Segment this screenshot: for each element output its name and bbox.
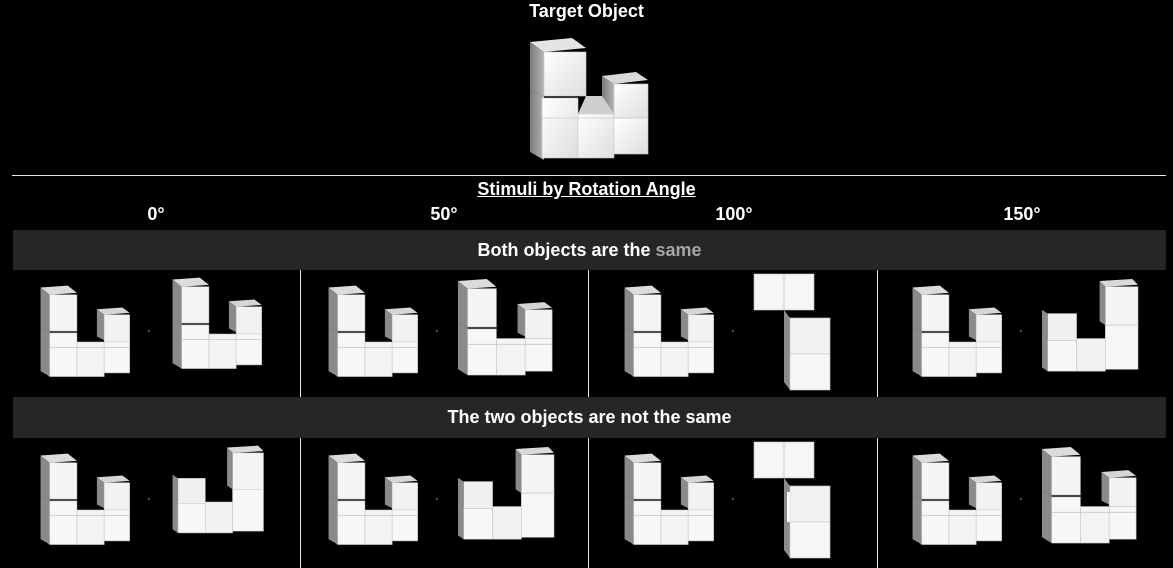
angle-label-0: 0° (147, 204, 165, 224)
stimuli-title: Stimuli by Rotation Angle (477, 179, 696, 199)
fixation-dot (436, 498, 438, 500)
row-label-different-prefix: The two objects are not the same (447, 407, 732, 427)
stimulus-object-figure (753, 273, 834, 394)
reference-object-figure (38, 282, 134, 382)
stimulus-object-figure (753, 441, 834, 562)
row-label-same: Both objects are the same (13, 230, 1166, 270)
stimulus-object-figure (170, 274, 266, 374)
column-divider (300, 270, 301, 397)
stimulus-object-figure (1042, 442, 1138, 550)
fixation-dot (1020, 330, 1022, 332)
stimulus-object-figure (170, 442, 266, 542)
column-divider (300, 438, 301, 568)
angle-label-150: 150° (1003, 204, 1041, 224)
fixation-dot (148, 330, 150, 332)
column-divider (588, 270, 589, 397)
reference-object-figure (910, 282, 1006, 382)
reference-object-figure (622, 282, 718, 382)
reference-object-figure (622, 450, 718, 550)
reference-object-figure (910, 450, 1006, 550)
column-divider (877, 270, 878, 397)
fixation-dot (732, 498, 734, 500)
stimulus-object-figure (458, 442, 555, 550)
row-label-same-prefix: Both objects are the (477, 240, 656, 260)
reference-object-figure (38, 450, 134, 550)
fixation-dot (436, 330, 438, 332)
row-label-different: The two objects are not the same (13, 397, 1166, 438)
reference-object-figure (326, 282, 422, 382)
fixation-dot (1020, 498, 1022, 500)
fixation-dot (148, 498, 150, 500)
target-object-figure (530, 38, 649, 160)
reference-object-figure (326, 450, 422, 550)
angle-label-50: 50° (430, 204, 458, 224)
target-object-title: Target Object (529, 1, 644, 21)
column-divider (588, 438, 589, 568)
stimulus-object-figure (1042, 274, 1139, 382)
row-label-same-highlight: same (655, 240, 702, 260)
angle-label-100: 100° (715, 204, 753, 224)
stimulus-object-figure (458, 274, 554, 382)
column-divider (877, 438, 878, 568)
section-divider (12, 175, 1166, 176)
fixation-dot (732, 330, 734, 332)
